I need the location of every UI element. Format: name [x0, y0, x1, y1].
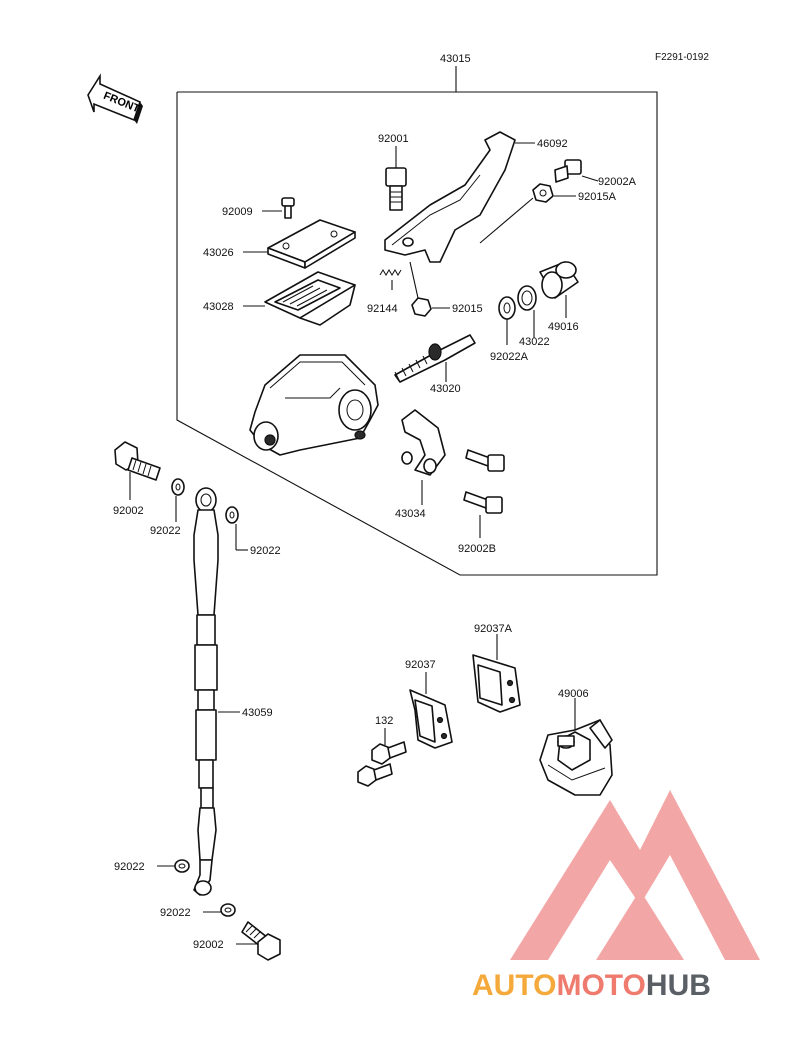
label-92022A: 92022A: [490, 351, 529, 363]
label-49016: 49016: [548, 321, 579, 333]
washer-92022-b: 92022: [225, 506, 281, 557]
bolts-132: 132: [357, 715, 407, 787]
label-92144: 92144: [367, 303, 398, 315]
label-92009: 92009: [222, 206, 253, 218]
watermark-logo: [510, 790, 760, 960]
spring-92144: 92144: [367, 269, 402, 315]
label-43020: 43020: [430, 383, 461, 395]
pivot-bolt-92001: 92001: [378, 133, 409, 211]
piston-43020: 43020: [394, 334, 476, 395]
washer-43022: 43022: [517, 285, 550, 348]
bracket-92037: 92037: [405, 659, 453, 749]
label-43059: 43059: [242, 707, 273, 719]
figure-ref: F2291-0192: [655, 52, 709, 63]
nut-92015: 92015: [409, 261, 483, 317]
brake-hose-43059: 43059: [193, 487, 273, 896]
label-92022-d: 92022: [160, 907, 191, 919]
label-92002A: 92002A: [598, 176, 637, 188]
watermark-part3: HUB: [646, 969, 711, 1002]
svg-text:AUTOMOTOHUB: AUTOMOTOHUB: [472, 969, 711, 1002]
label-43034: 43034: [395, 508, 426, 520]
label-43026: 43026: [203, 247, 234, 259]
watermark-part2: MOTO: [556, 969, 645, 1002]
bracket-92037A: 92037A: [472, 623, 521, 713]
banjo-bolt-92002-bottom: 92002: [193, 921, 281, 961]
label-92002-bottom: 92002: [193, 939, 224, 951]
watermark-part1: AUTO: [472, 969, 556, 1002]
washer-92022-d: 92022: [160, 903, 236, 919]
clamp-43034: 43034: [395, 409, 446, 520]
label-43022: 43022: [519, 336, 550, 348]
label-92022-c: 92022: [114, 861, 145, 873]
label-92022-a: 92022: [150, 525, 181, 537]
label-92002B: 92002B: [458, 543, 496, 555]
holder-49006: 49006: [539, 688, 613, 796]
bolt-92002A: 92002A: [554, 159, 637, 188]
label-92037: 92037: [405, 659, 436, 671]
washer-92022A: 92022A: [490, 296, 529, 363]
reservoir-cover-43026: 43026: [203, 219, 356, 269]
label-92002-top: 92002: [113, 505, 144, 517]
front-arrow: FRONT: [87, 73, 143, 124]
washer-92022-a: 92022: [150, 478, 185, 537]
boot-49016: 49016: [539, 261, 579, 333]
label-92015A: 92015A: [578, 191, 617, 203]
watermark-text: AUTOMOTOHUB: [472, 969, 711, 1002]
master-cylinder-body: [249, 354, 379, 456]
label-92001: 92001: [378, 133, 409, 145]
label-43015: 43015: [440, 53, 471, 65]
lever-46092: 46092: [384, 131, 568, 263]
label-132: 132: [375, 715, 393, 727]
label-92037A: 92037A: [474, 623, 513, 635]
label-46092: 46092: [537, 138, 568, 150]
banjo-bolt-92002-top: 92002: [113, 441, 161, 517]
label-49006: 49006: [558, 688, 589, 700]
diaphragm-43028: 43028: [203, 271, 356, 326]
screw-92009: 92009: [222, 197, 295, 219]
label-92015: 92015: [452, 303, 483, 315]
washer-92022-c: 92022: [114, 859, 190, 873]
label-92022-b: 92022: [250, 545, 281, 557]
nut-92015A: 92015A: [479, 183, 617, 244]
bolts-92002B: 92002B: [458, 449, 505, 555]
label-43028: 43028: [203, 301, 234, 313]
assembly-outline: 43015: [176, 53, 658, 576]
